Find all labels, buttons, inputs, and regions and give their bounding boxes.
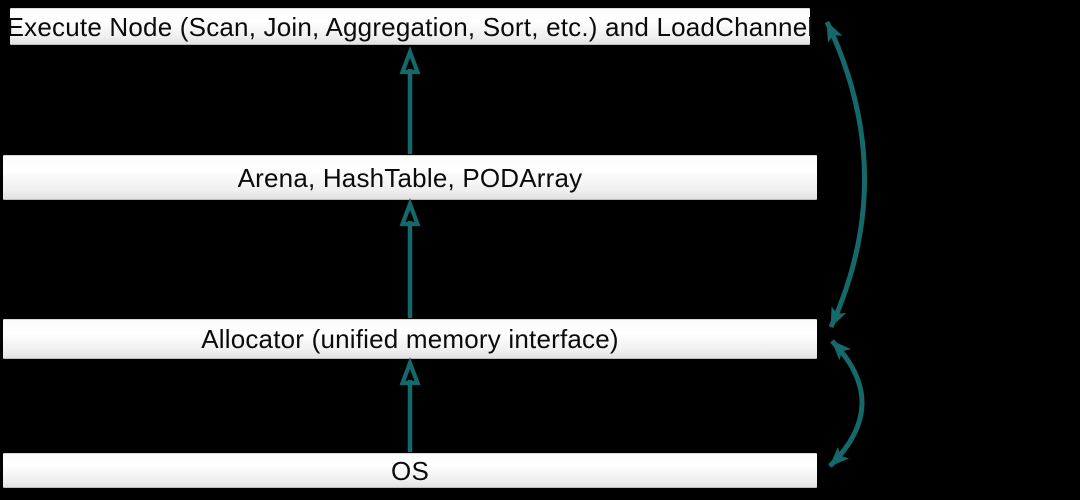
up-arrow-os-to-allocator [399, 357, 421, 452]
bidirectional-arrow-execute-allocator [824, 20, 868, 329]
layer-arena-hashtable-podarray: Arena, HashTable, PODArray [3, 155, 817, 200]
layer-allocator-label: Allocator (unified memory interface) [201, 324, 619, 354]
layer-os: OS [3, 453, 817, 488]
bidirectional-arrow-allocator-os [828, 339, 865, 468]
layer-os-label: OS [391, 455, 429, 486]
layer-execute-node: Execute Node (Scan, Join, Aggregation, S… [7, 8, 813, 45]
layer-allocator: Allocator (unified memory interface) [3, 319, 817, 359]
layer-execute-node-label: Execute Node (Scan, Join, Aggregation, S… [6, 11, 814, 42]
up-arrow-allocator-to-arena [399, 198, 421, 318]
up-arrow-arena-to-execute [399, 46, 421, 154]
layer-arena-label: Arena, HashTable, PODArray [237, 162, 583, 193]
